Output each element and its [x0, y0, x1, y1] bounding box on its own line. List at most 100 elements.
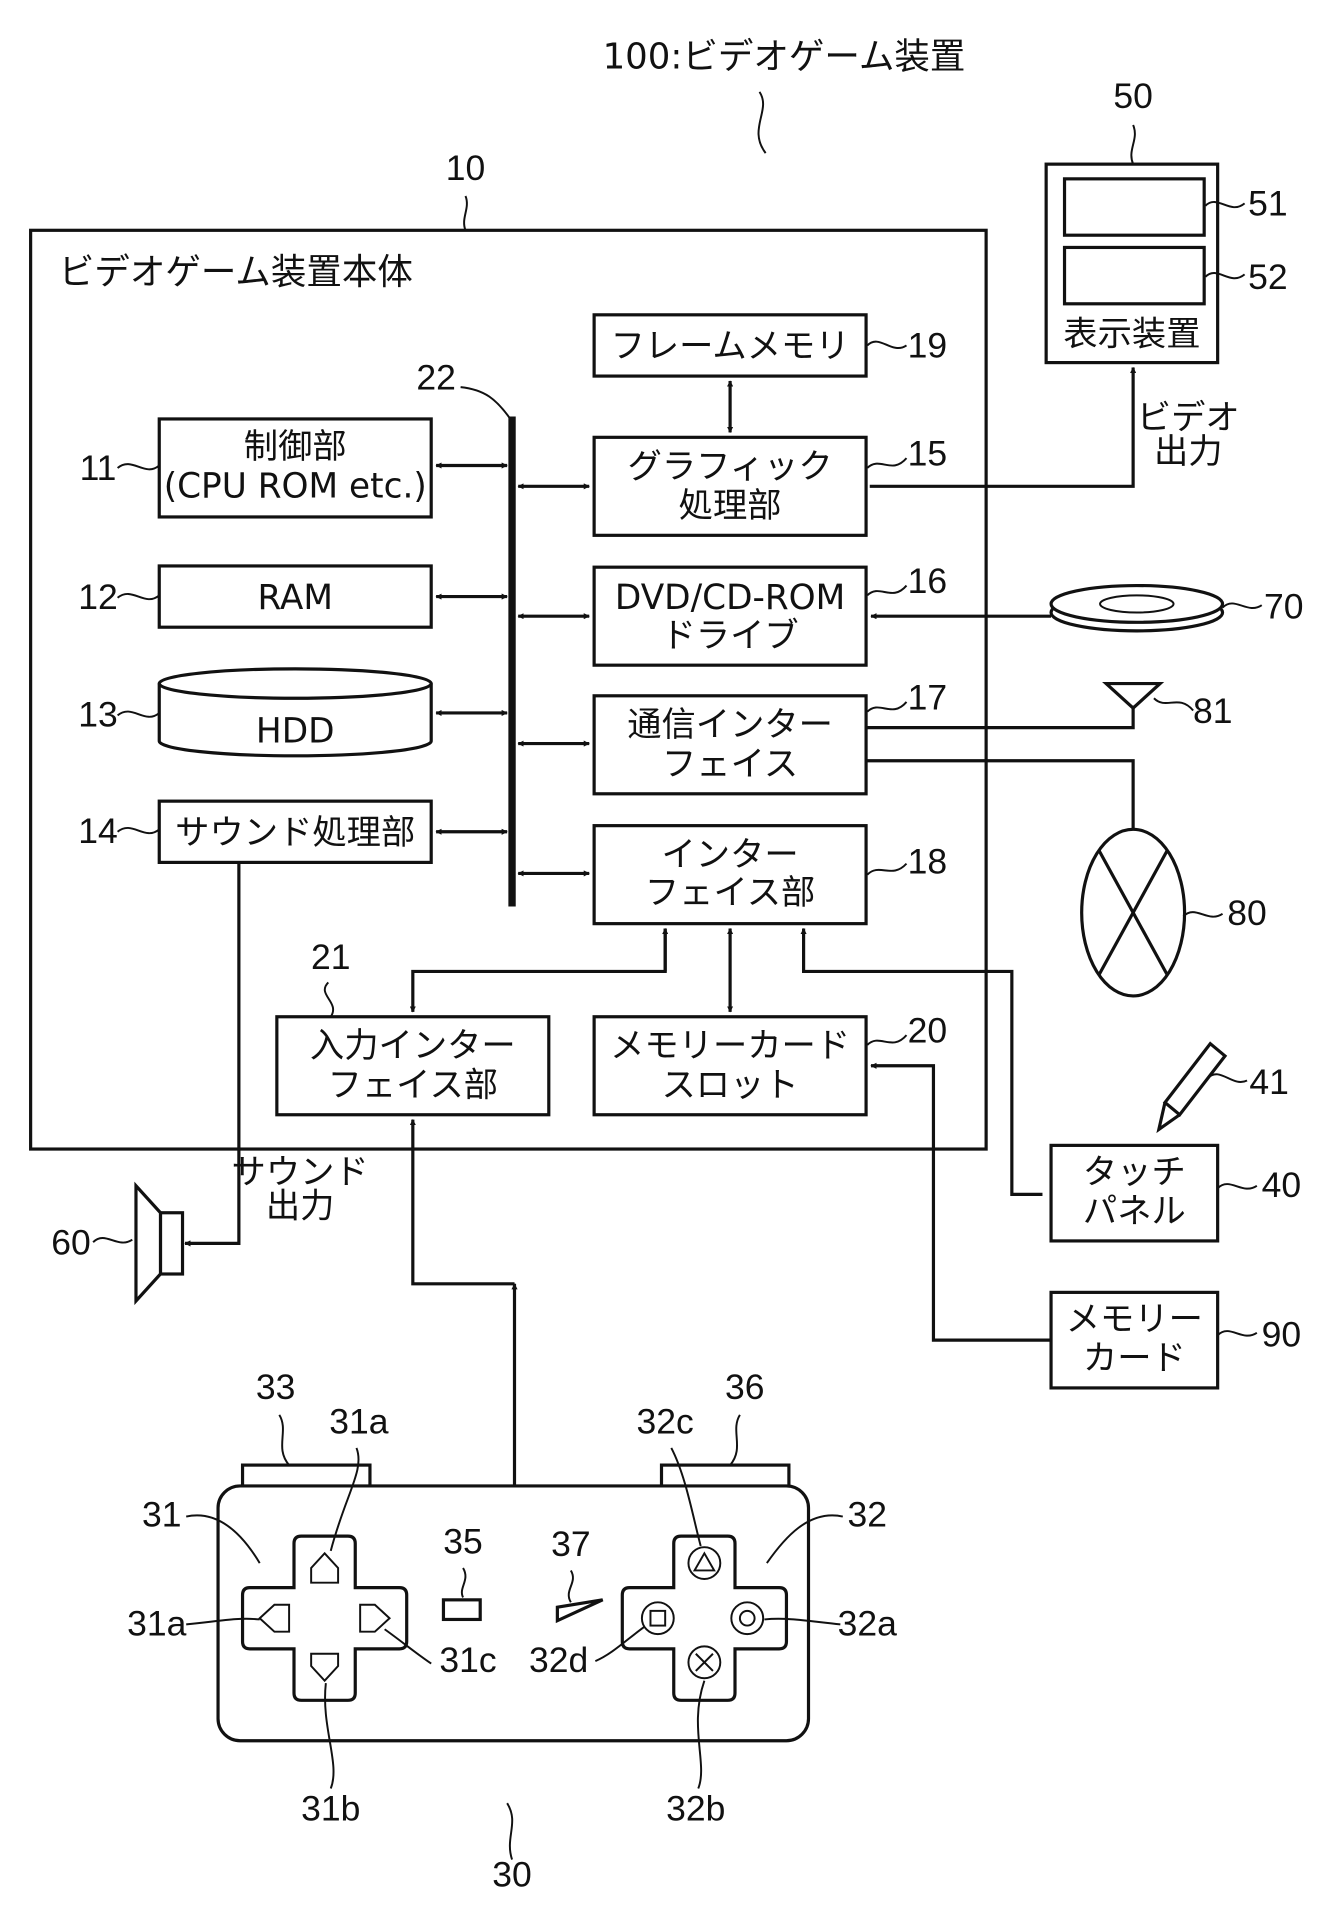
- antenna-icon: [1102, 681, 1165, 711]
- disc-drive-box: [592, 565, 868, 667]
- dpad-down-icon: [310, 1652, 340, 1683]
- dpad-up-number: 31a: [329, 1401, 389, 1441]
- control-unit-sublabel: (CPU ROM etc.): [164, 466, 427, 506]
- display-leader: [1130, 124, 1136, 165]
- select-button-leader: [460, 1567, 467, 1598]
- cross-button-leader: [696, 1680, 706, 1789]
- bus-leader: [460, 386, 513, 422]
- display-screen-lower: [1062, 245, 1206, 306]
- graphics-unit-leader: [866, 457, 908, 469]
- l-button-number: 33: [256, 1367, 296, 1407]
- sound-unit-number: 14: [78, 811, 118, 851]
- cross-icon-stroke: [695, 1653, 714, 1672]
- ram-leader: [116, 593, 160, 601]
- card-slot-sublabel: スロット: [661, 1065, 798, 1105]
- input-interface-sublabel: フェイス部: [328, 1065, 498, 1105]
- bus-number: 22: [416, 358, 456, 398]
- input-interface-label: 入力インター: [310, 1026, 516, 1066]
- comm-interface-leader: [866, 701, 908, 713]
- interface-unit-leader: [866, 862, 908, 876]
- frame-memory-label: フレームメモリ: [611, 327, 850, 367]
- disc-leader: [1221, 602, 1263, 609]
- graphics-unit-label: グラフィック: [628, 447, 833, 487]
- select-button-icon: [441, 1598, 482, 1622]
- video-output-label: ビデオ: [1137, 398, 1240, 438]
- disc-drive-leader: [866, 584, 908, 597]
- hdd-cylinder-body: [157, 683, 433, 758]
- main-body-number: 10: [446, 148, 486, 188]
- hdd-number: 13: [78, 694, 118, 734]
- touch-panel-box: [1049, 1143, 1220, 1243]
- l-button-leader: [278, 1414, 290, 1466]
- controller-leader: [506, 1802, 514, 1860]
- interface-unit-number: 18: [908, 841, 948, 881]
- frame-memory-number: 19: [908, 326, 948, 366]
- diagram-title: 100:ビデオゲーム装置: [603, 37, 966, 78]
- square-button: [640, 1601, 675, 1636]
- display-device-label: 表示装置: [1063, 314, 1200, 354]
- video-output-sublabel: 出力: [1154, 432, 1223, 472]
- comm-interface-box: [592, 694, 868, 796]
- square-icon: [649, 1609, 667, 1627]
- cross-button-number: 32b: [666, 1788, 725, 1828]
- touch-panel-label: タッチ: [1083, 1152, 1186, 1192]
- network-cross-b: [1097, 849, 1169, 976]
- frame-memory-box: [592, 313, 868, 378]
- card-slot-box: [592, 1015, 868, 1117]
- circle-button-number: 32a: [838, 1603, 898, 1643]
- memory-card-to-slot-arrow: [870, 1062, 1052, 1342]
- dpad-right-number: 31c: [439, 1640, 496, 1680]
- disc-hole: [1099, 594, 1175, 614]
- interface-unit-label: インター: [661, 835, 798, 875]
- sound-output-arrow: [184, 862, 241, 1247]
- disc-drive-label: DVD/CD-ROM: [615, 578, 845, 618]
- touch-to-interface-arrow: [800, 927, 1043, 1196]
- sound-output-label: サウンド: [232, 1152, 369, 1192]
- triangle-button: [687, 1546, 722, 1581]
- circle-button-leader: [764, 1617, 841, 1626]
- dpad-left-number: 31a: [127, 1603, 187, 1643]
- input-interface-box: [275, 1015, 551, 1117]
- main-body-leader: [463, 195, 468, 231]
- display-screen-upper-number: 51: [1248, 184, 1288, 224]
- frame-memory-leader: [866, 340, 908, 349]
- square-button-leader: [594, 1626, 645, 1663]
- dpad-up-leader: [329, 1447, 360, 1552]
- speaker-icon: [134, 1181, 163, 1306]
- select-button-number: 35: [443, 1521, 483, 1561]
- graphics-unit-sublabel: 処理部: [679, 486, 782, 526]
- title-leader: [757, 91, 767, 154]
- antenna-number: 81: [1193, 691, 1233, 731]
- dpad-outline: [240, 1534, 409, 1702]
- dpad-left-leader: [186, 1617, 260, 1626]
- memory-card-label: メモリー: [1066, 1299, 1203, 1339]
- control-unit-label: 制御部: [244, 427, 347, 467]
- controller-body: [216, 1484, 811, 1743]
- memory-card-sublabel: カード: [1083, 1339, 1186, 1379]
- display-screen-lower-number: 52: [1248, 257, 1288, 297]
- hdd-cylinder-top: [157, 667, 433, 700]
- antenna-leader: [1153, 697, 1194, 712]
- control-unit-number: 11: [80, 448, 117, 488]
- card-slot-leader: [866, 1034, 908, 1046]
- touch-panel-sublabel: パネル: [1083, 1192, 1186, 1232]
- comm-to-network-line: [866, 759, 1135, 830]
- network-number: 80: [1227, 893, 1267, 933]
- ram-label: RAM: [257, 578, 333, 618]
- input-interface-number: 21: [311, 937, 351, 977]
- dpad-left-icon: [258, 1603, 291, 1633]
- start-button-number: 37: [551, 1524, 591, 1564]
- graphics-unit-number: 15: [908, 434, 948, 474]
- triangle-button-number: 32c: [637, 1401, 694, 1441]
- network-leader: [1182, 911, 1224, 918]
- r-button-number-leader: [729, 1414, 741, 1466]
- controller-number: 30: [492, 1854, 532, 1894]
- sound-output-sublabel: 出力: [266, 1187, 335, 1227]
- dpad-down-number: 31b: [301, 1788, 360, 1828]
- sound-unit-leader: [116, 826, 160, 835]
- display-number: 50: [1113, 76, 1153, 116]
- pen-tip: [1156, 1102, 1181, 1134]
- pen-icon: [1162, 1041, 1228, 1118]
- triangle-button-leader: [670, 1447, 702, 1547]
